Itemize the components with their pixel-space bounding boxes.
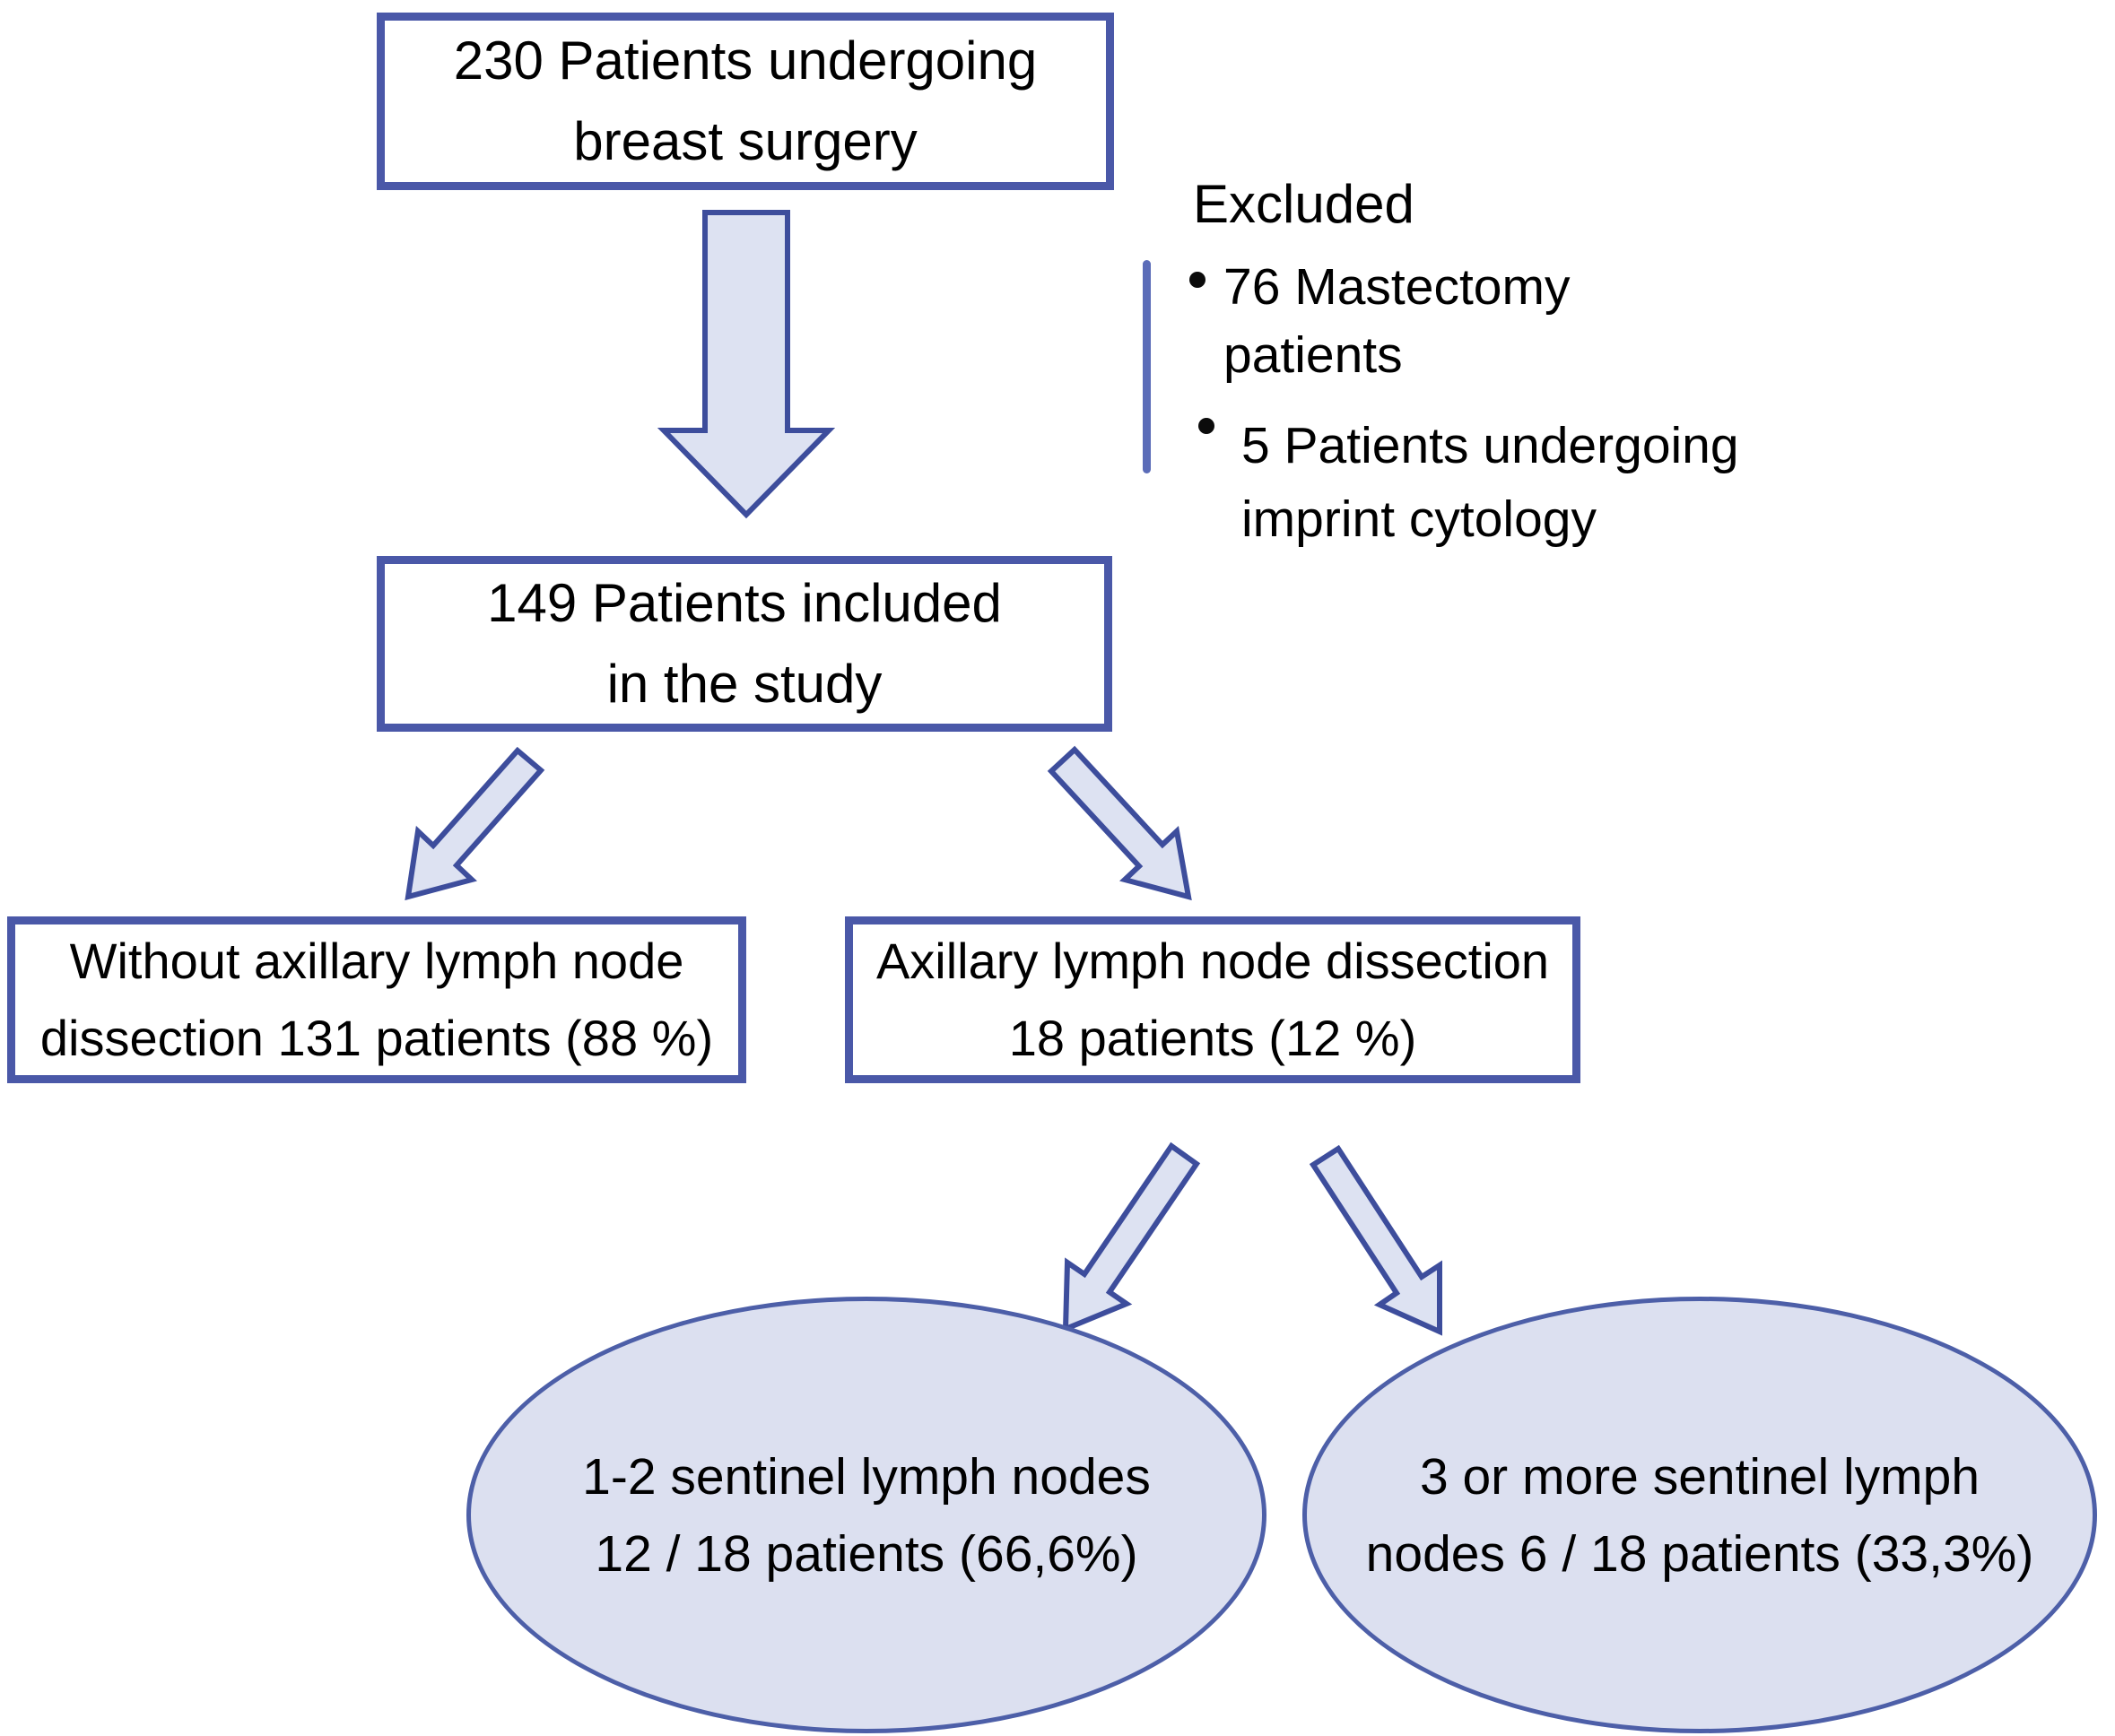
diagonal-arrow-right-icon <box>1047 745 1192 901</box>
node-patients-total: 230 Patients undergoing breast surgery <box>377 13 1114 190</box>
node-sentinel-1-2: 1-2 sentinel lymph nodes 12 / 18 patient… <box>466 1297 1266 1733</box>
node-without-dissection: Without axillary lymph node dissection 1… <box>7 916 746 1083</box>
node-dissection: Axillary lymph node dissection 18 patien… <box>845 916 1580 1083</box>
excluded-bracket-line <box>1143 260 1151 473</box>
excluded-item-line: patients <box>1223 326 1403 384</box>
bullet-icon <box>1198 418 1214 434</box>
node-text-line: 3 or more sentinel lymph <box>1419 1447 1980 1506</box>
diagonal-arrow-to-ellipse-right-icon <box>1309 1144 1442 1336</box>
node-text-line: Axillary lymph node dissection <box>875 933 1550 989</box>
node-text-line: 149 Patients included <box>487 573 1002 633</box>
down-arrow-icon <box>657 210 836 519</box>
node-text-line: Without axillary lymph node <box>69 933 684 989</box>
excluded-item: 5 Patients undergoing imprint cytology <box>1241 409 1739 556</box>
node-patients-included: 149 Patients included in the study <box>377 556 1112 732</box>
node-text-line: dissection 131 patients (88 %) <box>39 1010 714 1066</box>
node-text-line: 18 patients (12 %) <box>1008 1010 1417 1066</box>
node-text-line: 12 / 18 patients (66,6%) <box>595 1524 1138 1583</box>
bullet-icon <box>1189 272 1205 288</box>
diagonal-arrow-to-ellipse-left-icon <box>1062 1141 1201 1333</box>
node-sentinel-3-more: 3 or more sentinel lymph nodes 6 / 18 pa… <box>1302 1297 2097 1733</box>
node-text-line: 230 Patients undergoing <box>453 30 1038 91</box>
excluded-item: 76 Mastectomy patients <box>1223 253 1570 389</box>
node-text-line: 1-2 sentinel lymph nodes <box>582 1447 1151 1506</box>
excluded-title: Excluded <box>1193 174 1414 234</box>
excluded-item-line: 76 Mastectomy <box>1223 258 1571 316</box>
diagonal-arrow-left-icon <box>405 746 545 901</box>
node-text-line: breast surgery <box>573 111 918 171</box>
node-text-line: nodes 6 / 18 patients (33,3%) <box>1365 1524 2034 1583</box>
node-text-line: in the study <box>606 654 883 714</box>
excluded-item-line: 5 Patients undergoing <box>1241 417 1739 474</box>
excluded-item-line: imprint cytology <box>1241 490 1597 548</box>
